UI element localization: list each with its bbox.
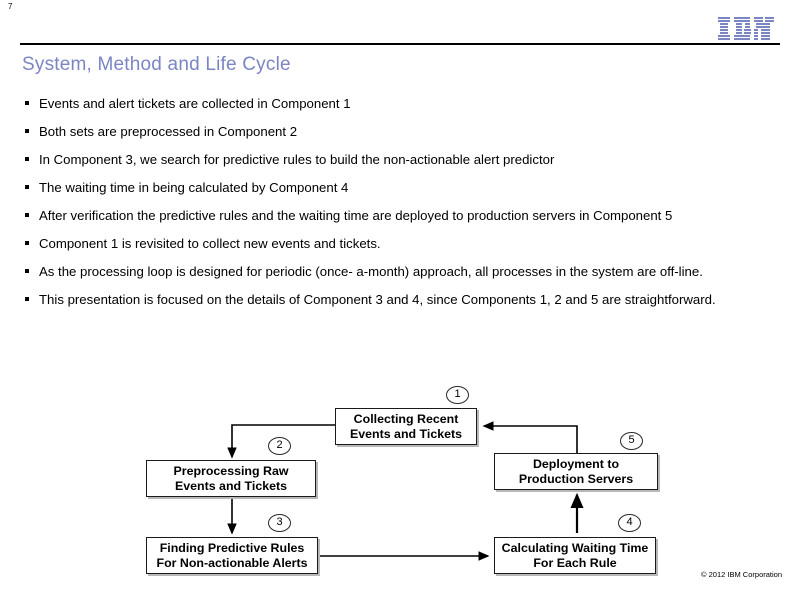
step-badge-5: 5 [620,432,643,450]
list-item: This presentation is focused on the deta… [22,291,767,308]
list-item: Component 1 is revisited to collect new … [22,235,767,252]
lifecycle-flow-diagram: Collecting Recent Events and Tickets 1 P… [0,375,794,590]
list-item: As the processing loop is designed for p… [22,263,767,280]
bullet-marker-icon [25,157,29,161]
flow-node-preprocessing-raw-events[interactable]: Preprocessing Raw Events and Tickets [146,460,316,497]
bullet-list: Events and alert tickets are collected i… [22,95,767,319]
list-item: In Component 3, we search for predictive… [22,151,767,168]
slide-number: 7 [8,2,13,11]
list-item: The waiting time in being calculated by … [22,179,767,196]
list-item-text: In Component 3, we search for predictive… [39,152,555,167]
flow-node-deployment-to-production[interactable]: Deployment to Production Servers [494,453,658,490]
list-item-text: Events and alert tickets are collected i… [39,96,351,111]
step-badge-4: 4 [618,514,641,532]
ibm-logo-icon [718,17,774,40]
bullet-marker-icon [25,185,29,189]
step-badge-2: 2 [268,437,291,455]
list-item-text: The waiting time in being calculated by … [39,180,349,195]
bullet-marker-icon [25,241,29,245]
list-item-text: As the processing loop is designed for p… [39,264,703,279]
bullet-marker-icon [25,213,29,217]
ibm-logo [718,17,774,40]
list-item: Both sets are preprocessed in Component … [22,123,767,140]
list-item-text: This presentation is focused on the deta… [39,292,716,307]
list-item-text: After verification the predictive rules … [39,208,673,223]
flow-node-collecting-recent-events[interactable]: Collecting Recent Events and Tickets [335,408,477,445]
bullet-marker-icon [25,297,29,301]
step-badge-1: 1 [446,386,469,404]
bullet-marker-icon [25,129,29,133]
header-divider [20,43,780,45]
edge-1-to-2 [227,424,335,459]
flow-connectors [227,421,584,561]
flow-node-finding-predictive-rules[interactable]: Finding Predictive Rules For Non-actiona… [146,537,318,574]
flow-node-calculating-waiting-time[interactable]: Calculating Waiting Time For Each Rule [494,537,656,574]
bullet-marker-icon [25,101,29,105]
list-item-text: Both sets are preprocessed in Component … [39,124,298,139]
list-item: Events and alert tickets are collected i… [22,95,767,112]
footer-copyright: © 2012 IBM Corporation [701,570,782,579]
list-item: After verification the predictive rules … [22,207,767,224]
edge-5-to-1 [482,421,578,453]
bullet-marker-icon [25,269,29,273]
list-item-text: Component 1 is revisited to collect new … [39,236,381,251]
step-badge-3: 3 [268,514,291,532]
page-title: System, Method and Life Cycle [22,54,291,75]
